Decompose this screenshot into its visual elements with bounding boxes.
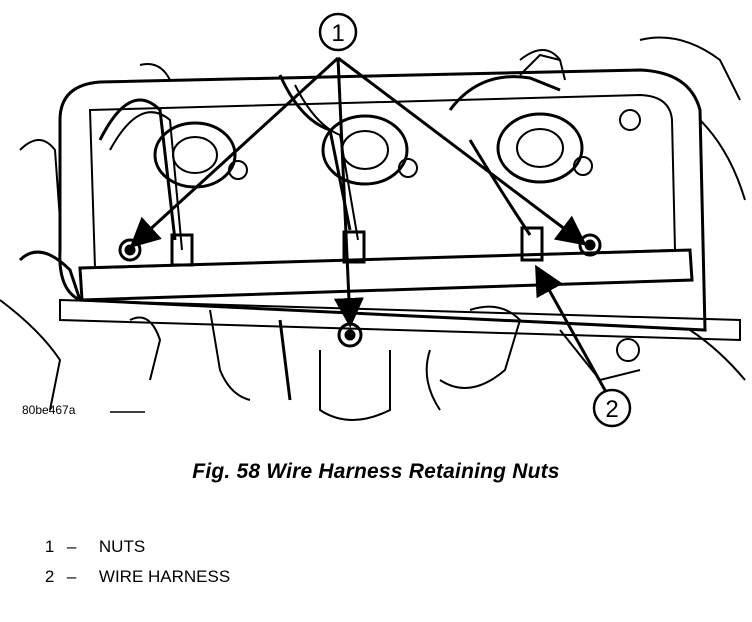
legend-label: WIRE HARNESS [98,567,231,586]
legend-dash: – [66,537,77,556]
legend-number: 2 [44,567,55,586]
figure-code: 80be467a [22,403,76,417]
engine-illustration: 1 2 80be467a [0,12,746,428]
svg-text:1: 1 [331,20,344,47]
callout-1-leaders [129,56,587,328]
figure-caption: Fig. 58 Wire Harness Retaining Nuts [192,460,560,483]
callout-1: 1 [318,12,358,52]
legend-item: 1– NUTS [26,502,230,556]
callout-2-leader [535,264,608,393]
legend-label: NUTS [98,537,146,556]
legend-dash: – [66,567,77,586]
svg-text:2: 2 [605,396,618,423]
callout-2: 2 [592,388,632,428]
legend: 1– NUTS 2– WIRE HARNESS [26,502,230,586]
legend-number: 1 [44,537,55,556]
intake-manifold [0,36,746,421]
